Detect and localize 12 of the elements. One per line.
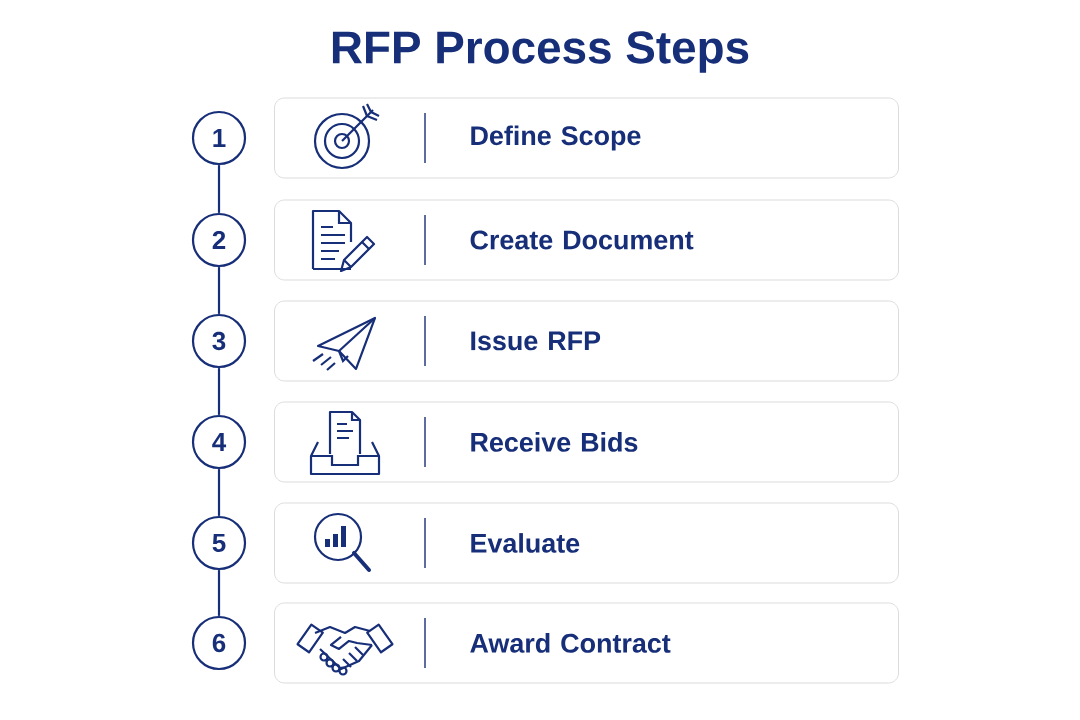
step-box: Receive Bids <box>274 401 899 483</box>
connector-line <box>217 165 221 213</box>
connector-line <box>217 570 221 616</box>
title: RFP Process Steps <box>332 31 749 73</box>
step-box: Award Contract <box>274 602 899 684</box>
step-box: Evaluate <box>274 502 899 584</box>
step-box: Issue RFP <box>274 300 899 382</box>
connector-line <box>217 267 221 314</box>
connector-line <box>217 469 221 516</box>
step-box: Define Scope <box>274 97 899 179</box>
step-box: Create Document <box>274 199 899 281</box>
connector-line <box>217 368 221 415</box>
